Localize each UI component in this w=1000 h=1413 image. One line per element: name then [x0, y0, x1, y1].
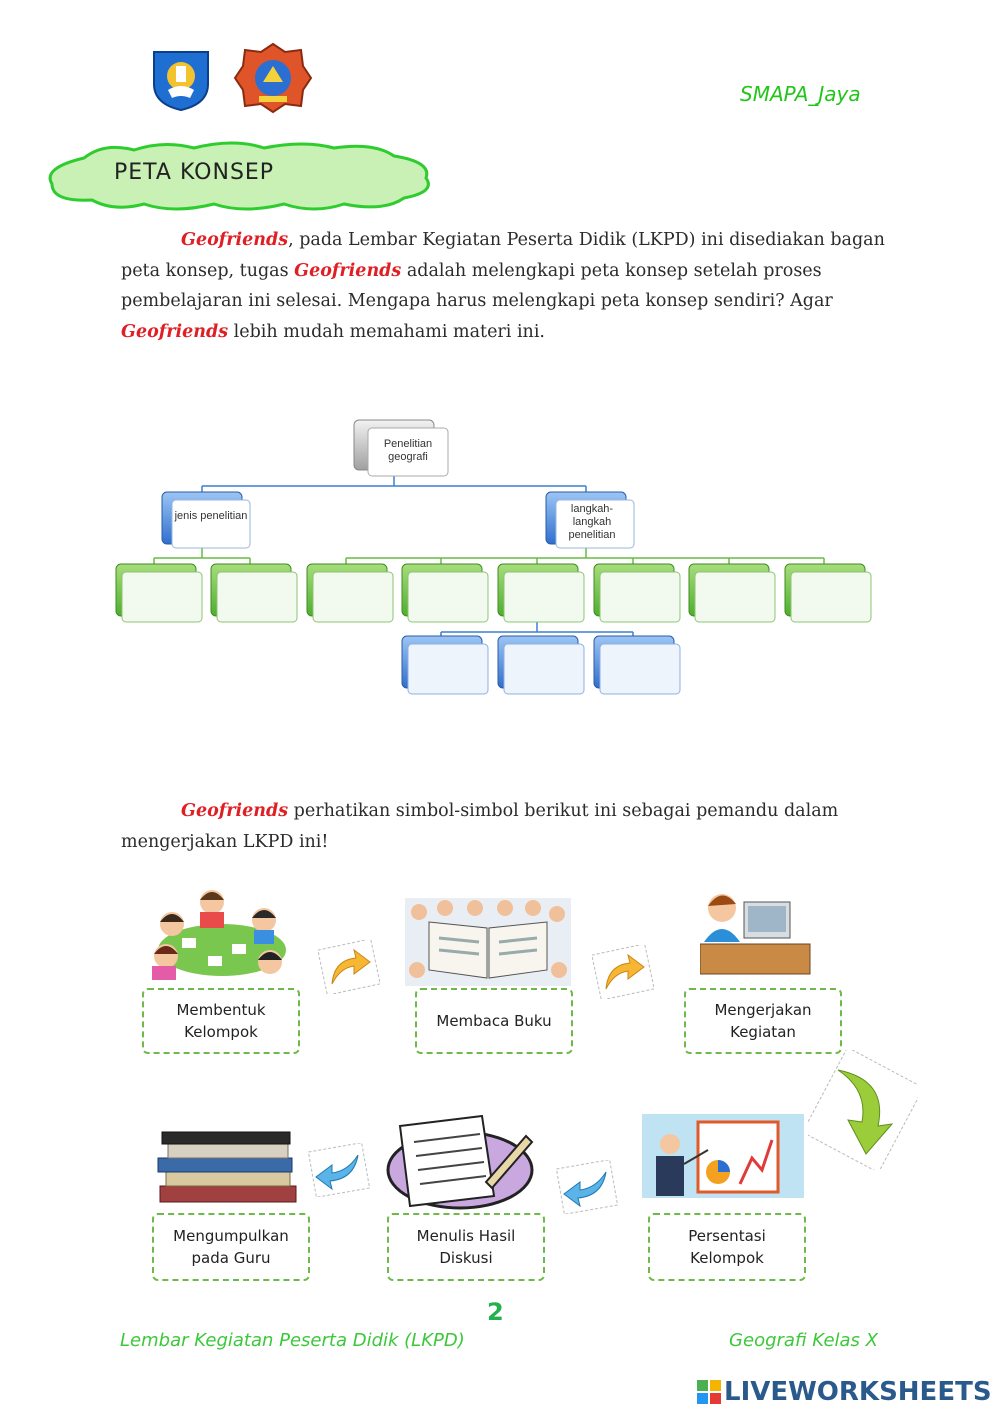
geofriends-word: Geofriends — [294, 260, 402, 281]
page-number: 2 — [487, 1298, 504, 1326]
curved-arrow-right-icon — [592, 945, 654, 999]
concept-right-node — [545, 491, 635, 549]
concept-left-label: jenis penelitian — [174, 510, 248, 522]
symbol-label-mengumpulkan-pada-guru: Mengumpulkan pada Guru — [152, 1213, 310, 1281]
symbol-label-membaca-buku: Membaca Buku — [415, 988, 573, 1054]
empty-blue-boxes — [401, 635, 681, 695]
stack-of-books-illustration — [157, 1131, 297, 1203]
footer-right: Geografi Kelas X — [729, 1330, 878, 1351]
symbol-label-menulis-hasil-diskusi: Menulis Hasil Diskusi — [387, 1213, 545, 1281]
instruction-text: perhatikan simbol-simbol berikut ini seb… — [121, 801, 839, 852]
geofriends-word: Geofriends — [181, 230, 289, 250]
instruction-paragraph: Geofriends perhatikan simbol-simbol beri… — [121, 796, 891, 857]
liveworksheets-logo-icon — [697, 1380, 721, 1404]
concept-root-node — [353, 419, 449, 477]
reading-book-illustration — [405, 898, 571, 986]
student-computer-illustration — [700, 894, 811, 975]
intro-text: lebih mudah memahami materi ini. — [228, 321, 545, 342]
section-title: PETA KONSEP — [114, 160, 275, 185]
liveworksheets-watermark: LIVEWORKSHEETS — [724, 1377, 992, 1407]
title-cloud-shape — [48, 141, 430, 211]
empty-green-boxes — [115, 563, 872, 623]
geofriends-word: Geofriends — [121, 321, 229, 342]
concept-root-label: Penelitian geografi — [383, 438, 433, 463]
symbol-label-membentuk-kelompok: Membentuk Kelompok — [142, 988, 300, 1054]
symbol-label-persentasi-kelompok: Persentasi Kelompok — [648, 1213, 806, 1281]
writing-paper-illustration — [386, 1114, 534, 1210]
school-brand: SMAPA_Jaya — [740, 82, 861, 106]
footer-left: Lembar Kegiatan Peserta Didik (LKPD) — [120, 1330, 465, 1351]
curved-arrow-down-icon — [808, 1050, 918, 1170]
intro-paragraph: Geofriends, pada Lembar Kegiatan Peserta… — [121, 225, 891, 347]
intro-text: adalah melengkapi peta konsep setelah pr… — [121, 260, 833, 312]
tut-wuri-handayani-logo — [153, 51, 209, 112]
concept-right-label: langkah-langkah penelitian — [568, 503, 616, 541]
concept-map-diagram — [115, 419, 872, 695]
school-emblem-logo — [233, 42, 313, 114]
intro-text: , pada Lembar Kegiatan Peserta Didik (LK… — [121, 230, 885, 281]
presentation-illustration — [642, 1114, 804, 1198]
concept-left-node — [161, 491, 251, 549]
group-discussion-illustration — [152, 890, 286, 980]
curved-arrow-right-icon — [318, 940, 380, 994]
curved-arrow-left-icon — [556, 1160, 618, 1214]
geofriends-word: Geofriends — [181, 801, 289, 821]
curved-arrow-left-icon — [308, 1143, 370, 1197]
symbol-label-mengerjakan-kegiatan: Mengerjakan Kegiatan — [684, 988, 842, 1054]
